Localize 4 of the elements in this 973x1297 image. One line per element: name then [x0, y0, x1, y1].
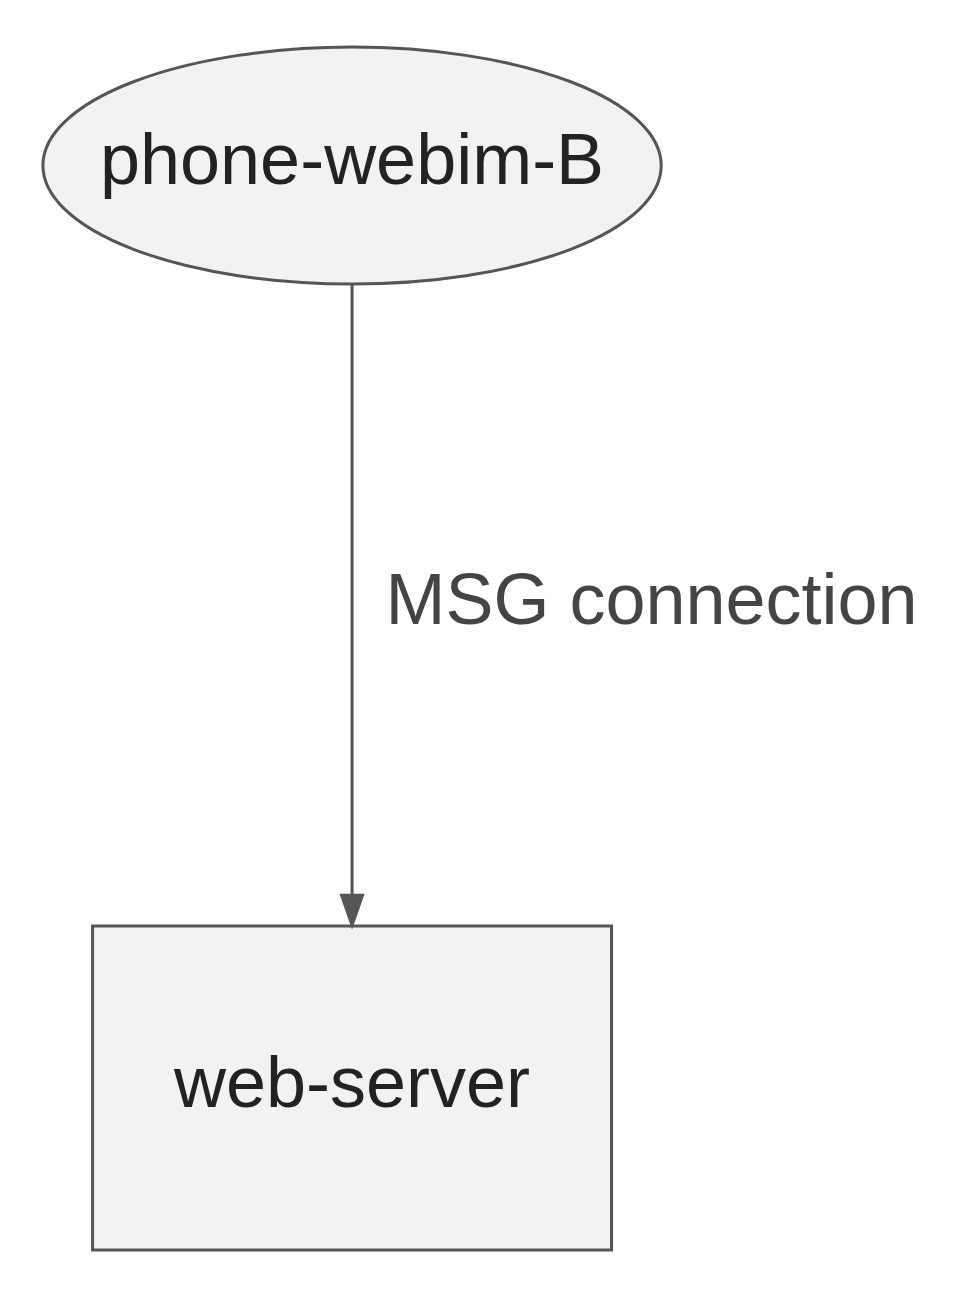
node-box: web-server: [90, 924, 613, 1252]
node-ellipse: phone-webim-B: [40, 45, 663, 286]
edge-label: MSG connection: [384, 558, 918, 639]
arrow: [338, 284, 365, 930]
